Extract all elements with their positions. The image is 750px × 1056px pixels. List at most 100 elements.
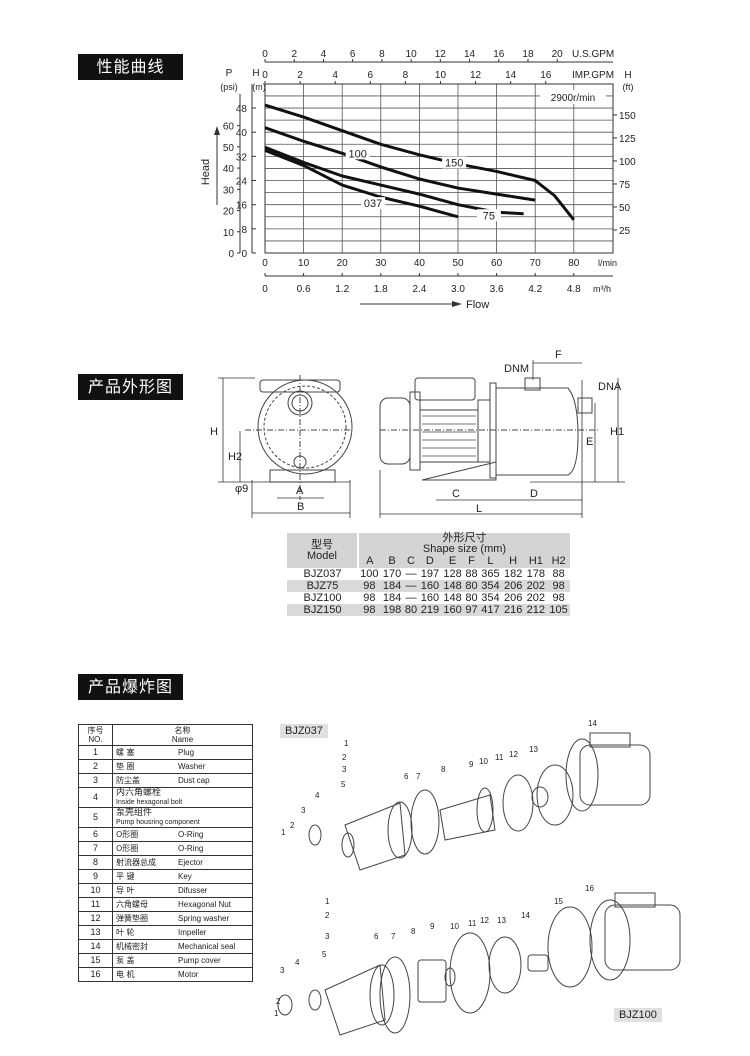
flow-arrowhead-icon bbox=[452, 301, 462, 307]
column-header: F bbox=[463, 555, 480, 568]
part-name-en: Motor bbox=[178, 970, 199, 979]
cell: 148 bbox=[441, 580, 464, 592]
impgpm-unit-label: IMP.GPM bbox=[572, 70, 614, 81]
callout-bjz037: 5 bbox=[341, 780, 346, 789]
cell: 160 bbox=[418, 580, 442, 592]
callout-bjz100: 1 bbox=[325, 897, 330, 906]
dim-label-H1: H1 bbox=[610, 426, 624, 438]
impgpm-tick-label: 8 bbox=[403, 70, 409, 81]
y-axis-title: Head bbox=[200, 159, 212, 185]
ft-tick-label: 150 bbox=[619, 111, 636, 122]
callout-bjz037: 2 bbox=[290, 821, 295, 830]
part-name-cn: 内六角螺栓 bbox=[116, 787, 162, 798]
callout-bjz037: 4 bbox=[315, 791, 320, 800]
psi-unit-label: (psi) bbox=[220, 82, 238, 92]
part-name-cn: 防尘盖 bbox=[116, 776, 140, 785]
cell: — bbox=[405, 591, 417, 604]
part-name-cn: 导 叶 bbox=[116, 886, 135, 895]
model-cell: BJZ037 bbox=[303, 567, 342, 580]
dim-label-DNM: DNM bbox=[504, 363, 529, 375]
cell: 202 bbox=[524, 580, 548, 592]
size-header-en: Shape size (mm) bbox=[358, 544, 570, 555]
callout-bjz100: 1 bbox=[274, 1009, 279, 1018]
dim-label-L: L bbox=[476, 503, 482, 515]
callout-bjz037: 1 bbox=[344, 739, 349, 748]
part-name: 导 叶 Difusser bbox=[112, 883, 253, 898]
x-tick-label: 60 bbox=[491, 258, 503, 269]
plot-frame bbox=[264, 83, 614, 254]
dim-label-B: B bbox=[297, 501, 304, 513]
section-title-performance: 性能曲线 bbox=[78, 54, 183, 80]
callout-bjz037: 9 bbox=[469, 760, 474, 769]
cell: 170 bbox=[382, 567, 402, 580]
m-tick-label: 16 bbox=[236, 201, 248, 212]
column-header: E bbox=[441, 555, 464, 568]
part-name-en: O-Ring bbox=[178, 844, 204, 853]
psi-tick-label: 50 bbox=[223, 143, 235, 154]
cell: 80 bbox=[403, 603, 419, 616]
callout-bjz100: 7 bbox=[391, 932, 396, 941]
cell: 184 bbox=[380, 580, 404, 592]
exploded-view-bjz100 bbox=[277, 892, 681, 1036]
curve-037 bbox=[264, 148, 459, 219]
m-tick-label: 24 bbox=[236, 177, 248, 188]
part-name-en: Difusser bbox=[178, 886, 208, 895]
model-tag-bjz100: BJZ100 bbox=[614, 1008, 662, 1022]
x-tick-label: 80 bbox=[568, 258, 580, 269]
part-number: 4 bbox=[78, 787, 113, 808]
usgpm-tick-label: 20 bbox=[552, 49, 564, 60]
dim-label-H: H bbox=[210, 426, 218, 438]
dim-label-E: E bbox=[586, 436, 593, 448]
name-header-cn: 名称 bbox=[174, 726, 191, 735]
column-header: H bbox=[501, 555, 525, 568]
section-title-exploded: 产品爆炸图 bbox=[78, 674, 183, 700]
x-tick-label: 0 bbox=[262, 258, 268, 269]
m3h-tick-label: 0 bbox=[262, 284, 268, 295]
x-tick-label: 70 bbox=[530, 258, 542, 269]
m3h-tick-label: 2.4 bbox=[412, 284, 426, 295]
part-name-en: Ejector bbox=[178, 858, 203, 867]
usgpm-tick-label: 0 bbox=[262, 49, 268, 60]
cell: 206 bbox=[503, 591, 523, 604]
dimension-drawing: H H2 φ9 A B C D L E H1 F DNM DNA bbox=[210, 349, 625, 518]
psi-tick-label: 40 bbox=[223, 164, 235, 175]
part-name-en: Hexagonal Nut bbox=[178, 900, 231, 909]
part-name-cn: 射流器总成 bbox=[116, 858, 156, 867]
part-name-en: Dust cap bbox=[178, 776, 210, 785]
cell: 80 bbox=[463, 579, 480, 592]
callout-bjz100: 12 bbox=[480, 916, 489, 925]
cell: 88 bbox=[552, 567, 565, 580]
callout-bjz037: 12 bbox=[509, 750, 518, 759]
curve-label-bg bbox=[361, 197, 386, 210]
part-name-en: Spring washer bbox=[178, 914, 230, 923]
impgpm-tick-label: 16 bbox=[540, 70, 552, 81]
psi-tick-label: 30 bbox=[223, 185, 235, 196]
cell: 88 bbox=[465, 567, 478, 580]
callout-bjz100: 2 bbox=[325, 911, 330, 920]
dim-label-C: C bbox=[452, 488, 460, 500]
usgpm-tick-label: 16 bbox=[493, 49, 505, 60]
callout-bjz100: 10 bbox=[450, 922, 459, 931]
dim-label-DNA: DNA bbox=[598, 381, 622, 393]
column-header: H2 bbox=[547, 555, 570, 568]
x-tick-label: 30 bbox=[375, 258, 387, 269]
m3h-tick-label: 4.8 bbox=[567, 284, 581, 295]
part-number: 15 bbox=[78, 953, 113, 968]
no-header-cn: 序号 bbox=[87, 726, 104, 735]
part-number: 7 bbox=[78, 841, 113, 856]
psi-tick-label: 20 bbox=[223, 207, 235, 218]
